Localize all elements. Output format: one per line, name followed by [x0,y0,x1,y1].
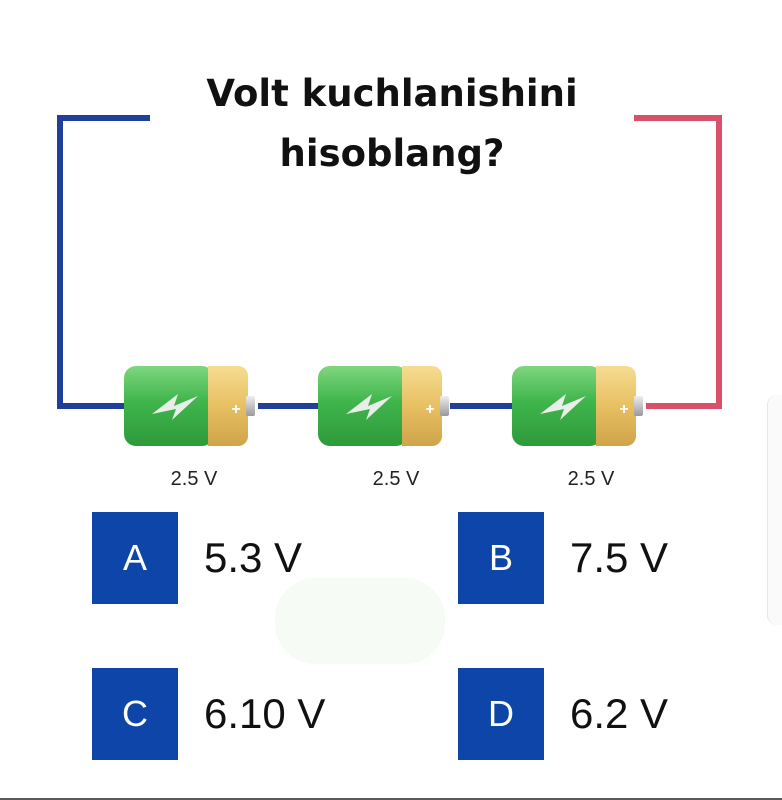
option-c-value: 6.10 V [204,690,326,737]
option-a-value: 5.3 V [204,534,303,581]
option-a-letter-box[interactable]: A [92,512,178,604]
positive-wire [620,115,722,409]
option-a[interactable]: A 5.3 V [92,512,302,604]
background-glow [275,578,445,664]
title-line-2: hisoblang? [279,132,505,175]
battery-2: + [318,366,449,446]
battery-2-voltage-label: 2.5 V [372,468,420,490]
plus-sign: + [425,401,434,418]
option-b[interactable]: B 7.5 V [458,512,668,604]
bottom-divider [0,798,782,800]
option-d-value: 6.2 V [570,690,669,737]
title-line-1: Volt kuchlanishini [206,72,578,115]
question-title: Volt kuchlanishini hisoblang? [150,64,634,184]
lightning-bolt-icon [346,394,392,420]
option-b-value: 7.5 V [570,534,669,581]
option-c[interactable]: C 6.10 V [92,668,325,760]
negative-wire [57,115,160,409]
option-d-letter-box[interactable]: D [458,668,544,760]
lightning-bolt-icon [540,394,586,420]
battery-1-voltage-label: 2.5 V [170,468,218,490]
battery-3: + [512,366,643,446]
battery-1: + [124,366,255,446]
option-d[interactable]: D 6.2 V [458,668,668,760]
option-c-letter-box[interactable]: C [92,668,178,760]
plus-sign: + [231,401,240,418]
side-panel-edge [767,395,782,625]
lightning-bolt-icon [152,394,198,420]
plus-sign: + [619,401,628,418]
option-b-letter-box[interactable]: B [458,512,544,604]
battery-3-voltage-label: 2.5 V [567,468,615,490]
